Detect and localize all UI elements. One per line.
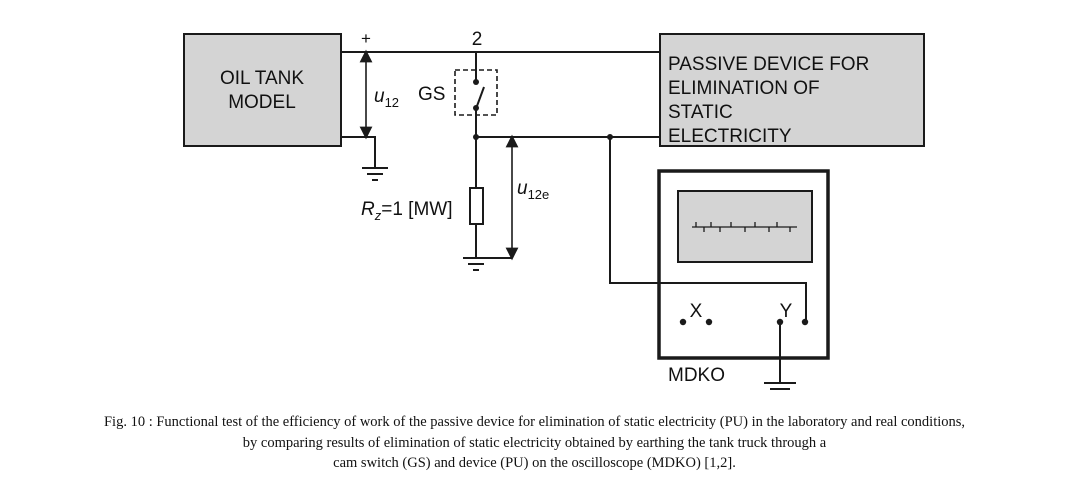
junction-dots	[473, 79, 613, 140]
resistor	[469, 187, 484, 225]
passive-device-label-3: STATIC	[668, 102, 733, 123]
u12-label: u12	[374, 86, 399, 110]
caption-line-1: Fig. 10 : Functional test of the efficie…	[103, 414, 966, 430]
switch-label: GS	[418, 84, 445, 105]
u12e-label: u12e	[517, 178, 549, 202]
oscilloscope-label: MDKO	[668, 365, 725, 386]
x-terminal-label: X	[690, 301, 703, 322]
oil-tank-label-1: OIL TANK	[220, 68, 304, 89]
plus-sign: +	[361, 29, 371, 48]
passive-device-label-2: ELIMINATION OF	[668, 78, 820, 99]
node-label: 2	[472, 29, 483, 50]
y-terminal-label: Y	[780, 301, 793, 322]
caption-line-2: by comparing results of elimination of s…	[242, 434, 827, 451]
ground-icon	[764, 382, 796, 390]
passive-device-box: PASSIVE DEVICE FOR ELIMINATION OF STATIC…	[659, 33, 925, 147]
oil-tank-model-box: OIL TANK MODEL	[183, 33, 342, 147]
passive-device-label-1: PASSIVE DEVICE FOR	[668, 54, 869, 75]
ground-icon	[463, 257, 489, 271]
oil-tank-label-2: MODEL	[228, 92, 296, 113]
resistor-label: Rz=1 [MW]	[361, 199, 453, 223]
screen-trace	[692, 222, 797, 232]
cam-switch-enclosure	[454, 69, 498, 116]
ground-icon	[362, 167, 388, 181]
passive-device-label-4: ELECTRICITY	[668, 126, 792, 147]
figure-caption: Fig. 10 : Functional test of the efficie…	[0, 412, 1069, 474]
terminal-dots	[679, 318, 809, 326]
oscilloscope: X Y	[657, 169, 830, 360]
caption-line-3: cam switch (GS) and device (PU) on the o…	[333, 455, 736, 471]
